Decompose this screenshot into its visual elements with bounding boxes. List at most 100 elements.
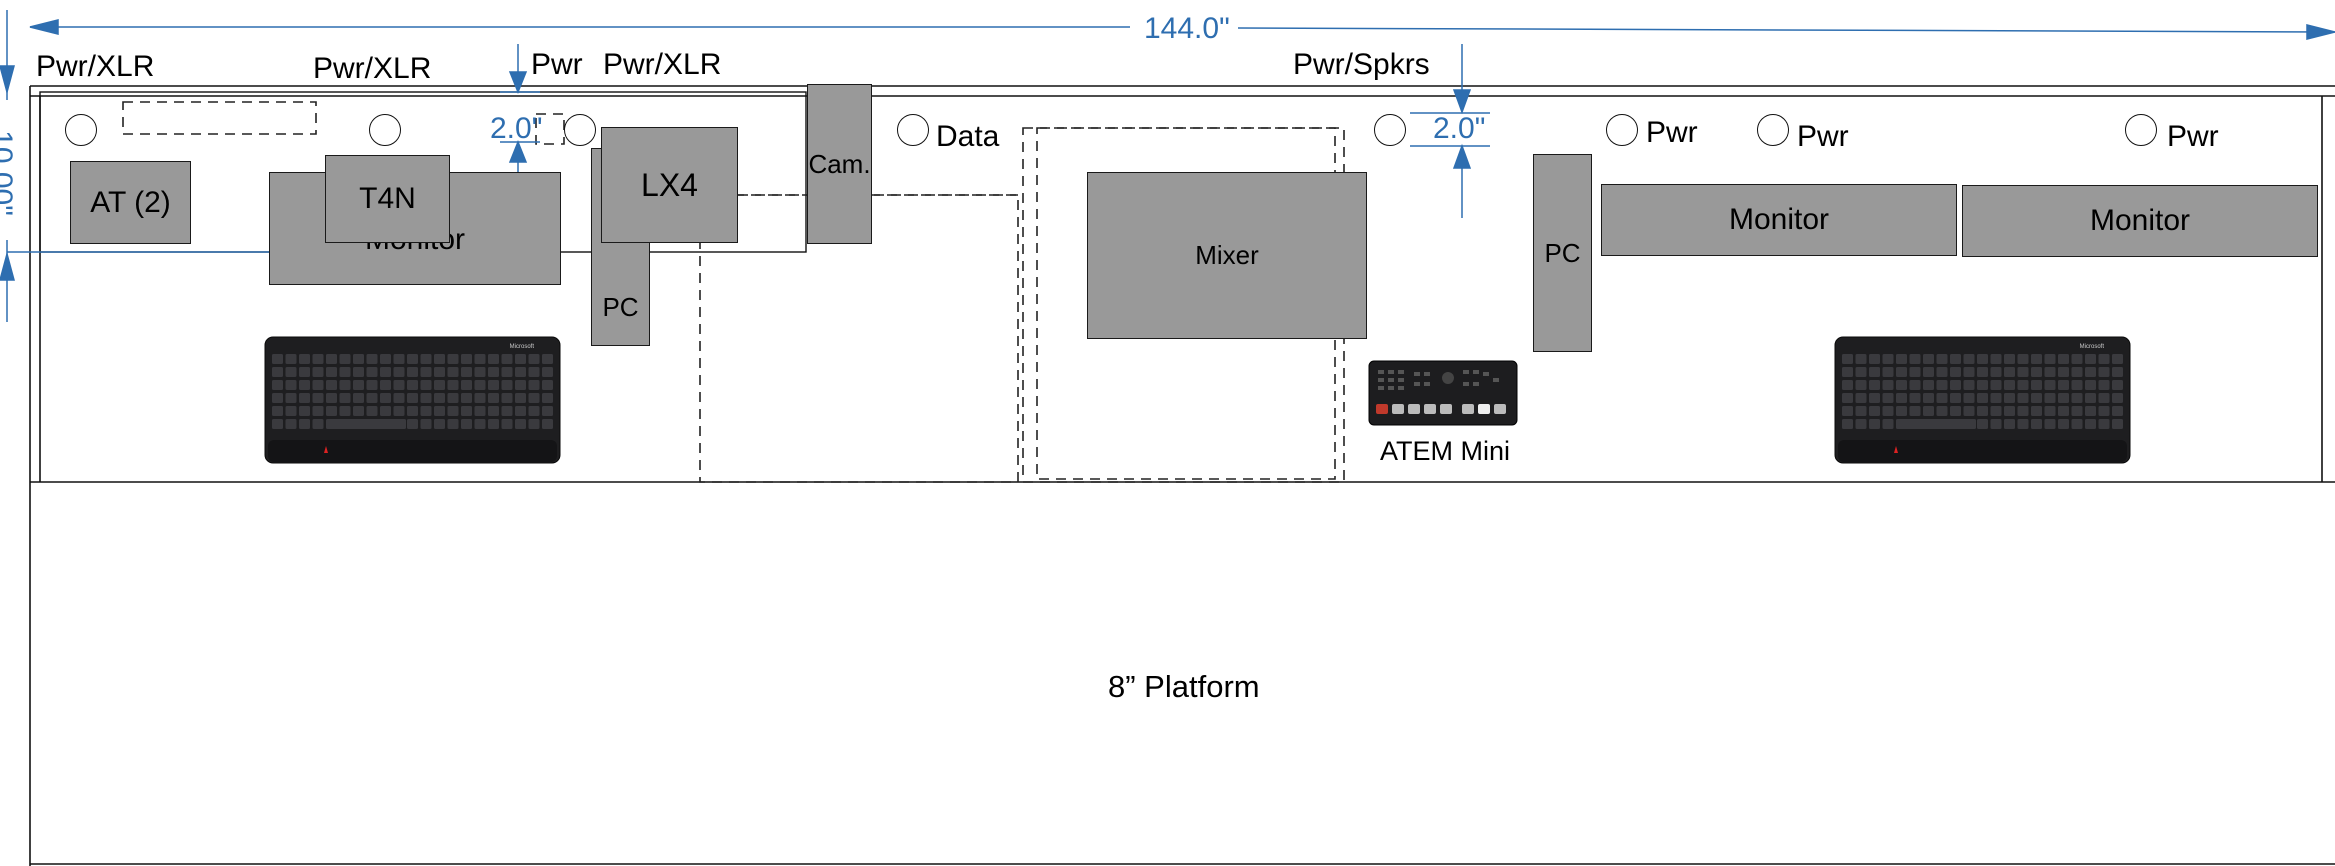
keyboard-key	[1923, 367, 1934, 377]
keyboard-key	[312, 354, 324, 364]
keyboard-key	[474, 380, 486, 390]
keyboard-key	[1869, 367, 1880, 377]
keyboard-key	[1936, 380, 1948, 390]
keyboard-key	[1869, 354, 1880, 364]
keyboard-key	[1855, 367, 1867, 377]
keyboard-key	[515, 367, 526, 377]
keyboard-key	[501, 380, 513, 390]
keyboard-key	[420, 354, 432, 364]
left-pc-label: PC	[602, 292, 639, 322]
keyboard-key	[407, 354, 418, 364]
keyboard-key	[2098, 380, 2110, 390]
keyboard-key	[1896, 354, 1907, 364]
keyboard-key	[1950, 367, 1961, 377]
keyboard-key	[326, 393, 337, 403]
label-pwr-right-3: Pwr	[2167, 120, 2219, 153]
keyboard-key	[434, 354, 445, 364]
keyboard-key	[2017, 367, 2029, 377]
keyboard-key	[2004, 354, 2015, 364]
keyboard-key	[1963, 354, 1975, 364]
keyboard-key	[285, 367, 297, 377]
keyboard-key	[420, 367, 432, 377]
keyboard-key	[515, 406, 526, 416]
keyboard-key	[1936, 367, 1948, 377]
keyboard-key	[2112, 354, 2123, 364]
lx4-box: LX4	[601, 127, 738, 243]
keyboard-key	[420, 419, 432, 429]
keyboard-key	[1963, 393, 1975, 403]
keyboard-key	[2071, 354, 2083, 364]
keyboard-key	[272, 419, 283, 429]
keyboard-key	[339, 380, 351, 390]
keyboard-key	[447, 354, 459, 364]
keyboard-key	[1869, 393, 1880, 403]
keyboard-key	[2098, 354, 2110, 364]
keyboard-key	[2004, 419, 2015, 429]
outlet-circle-pwr-spkrs	[1374, 114, 1406, 146]
keyboard-key	[272, 406, 283, 416]
keyboard-key	[312, 380, 324, 390]
keyboard-key	[1842, 393, 1853, 403]
keyboard-key	[380, 354, 391, 364]
label-pwr-right-2: Pwr	[1797, 120, 1849, 153]
keyboard-key	[285, 406, 297, 416]
keyboard-key	[1869, 419, 1880, 429]
at2-label: AT (2)	[90, 185, 171, 219]
keyboard-key	[1896, 380, 1907, 390]
keyboard-key	[447, 406, 459, 416]
keyboard-key	[1842, 380, 1853, 390]
keyboard-key	[434, 393, 445, 403]
keyboard-key	[272, 354, 283, 364]
keyboard-key	[1896, 406, 1907, 416]
keyboard-key	[2058, 354, 2069, 364]
keyboard-key	[420, 380, 432, 390]
keyboard-key	[299, 367, 310, 377]
keyboard-key	[528, 354, 540, 364]
keyboard-key	[393, 354, 405, 364]
keyboard-key	[488, 380, 499, 390]
keyboard-key	[1896, 393, 1907, 403]
keyboard-key	[1923, 406, 1934, 416]
keyboard-key	[1990, 367, 2002, 377]
atem-mini-device	[1368, 360, 1518, 426]
keyboard-key	[2017, 354, 2029, 364]
keyboard-key	[515, 393, 526, 403]
keyboard-key	[434, 367, 445, 377]
keyboard-key	[1909, 354, 1921, 364]
keyboard-key	[2058, 406, 2069, 416]
keyboard-key	[1977, 354, 1988, 364]
keyboard-key	[542, 393, 553, 403]
keyboard-key	[1963, 367, 1975, 377]
keyboard-key	[1909, 393, 1921, 403]
dashed-mixer-zone-inner	[1036, 127, 1336, 480]
keyboard-key	[366, 367, 378, 377]
keyboard-key	[2071, 419, 2083, 429]
keyboard-key	[1950, 380, 1961, 390]
keyboard-key	[2085, 419, 2096, 429]
keyboard-key	[501, 354, 513, 364]
keyboard-key	[1990, 354, 2002, 364]
right-pc-label: PC	[1544, 237, 1581, 268]
keyboard-key	[353, 406, 364, 416]
keyboard-key	[1882, 406, 1894, 416]
right-keyboard-brand: Microsoft	[2080, 344, 2105, 350]
keyboard-key	[285, 354, 297, 364]
keyboard-key	[1855, 354, 1867, 364]
keyboard-key	[461, 419, 472, 429]
right-keyboard-image: Microsoft	[1834, 336, 2131, 464]
label-pwr-xlr-2: Pwr/XLR	[313, 52, 432, 85]
keyboard-key	[2071, 380, 2083, 390]
mixer-box: Mixer	[1087, 172, 1367, 339]
keyboard-key	[1990, 406, 2002, 416]
keyboard-key	[299, 419, 310, 429]
keyboard-key	[461, 380, 472, 390]
platform-label: 8” Platform	[1108, 669, 1260, 704]
keyboard-key	[1855, 380, 1867, 390]
keyboard-key	[2098, 393, 2110, 403]
keyboard-key	[1855, 419, 1867, 429]
keyboard-key	[2044, 406, 2056, 416]
outlet-circle-right-1	[1606, 114, 1638, 146]
keyboard-key	[2071, 367, 2083, 377]
keyboard-key	[420, 406, 432, 416]
keyboard-key	[272, 367, 283, 377]
